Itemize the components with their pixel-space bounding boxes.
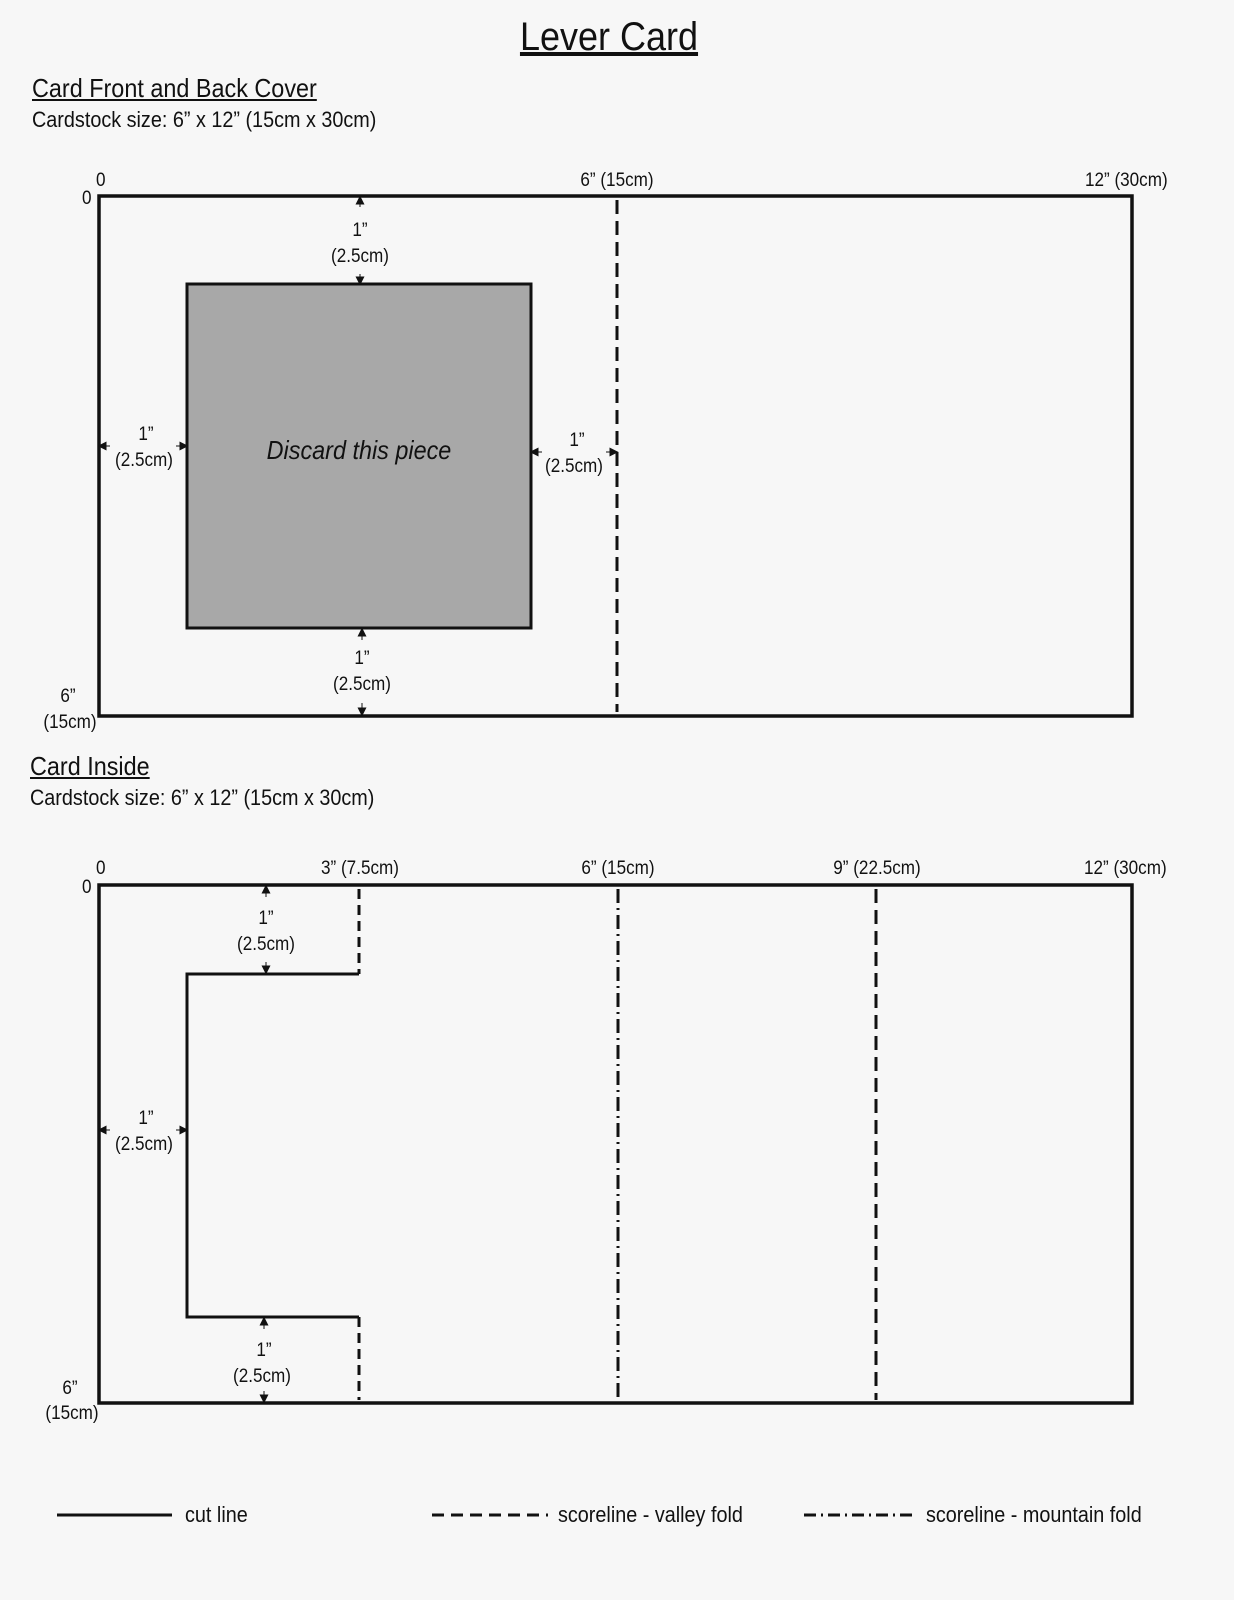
inside-card-outline <box>97 883 1134 1405</box>
front-right-margin-inch: 1” <box>569 430 585 451</box>
front-bottom-margin-cm: (2.5cm) <box>333 674 391 695</box>
front-left-margin-inch: 1” <box>138 424 154 445</box>
inside-height-cm: (15cm) <box>45 1403 99 1424</box>
inside-ruler-6in: 6” (15cm) <box>581 858 655 879</box>
inside-height-inch: 6” <box>62 1378 78 1399</box>
legend-valley-fold-label: scoreline - valley fold <box>558 1502 743 1527</box>
front-left-margin-cm: (2.5cm) <box>115 450 173 471</box>
front-section-title: Card Front and Back Cover <box>32 73 317 103</box>
legend-mountain-fold-label: scoreline - mountain fold <box>926 1502 1142 1527</box>
page-title: Lever Card <box>519 15 699 59</box>
legend-cut-line-label: cut line <box>185 1502 248 1527</box>
inside-top-margin-inch: 1” <box>258 908 274 929</box>
inside-ruler-12in: 12” (30cm) <box>1084 858 1167 879</box>
inside-bottom-margin-inch: 1” <box>256 1340 272 1361</box>
front-ruler-6in: 6” (15cm) <box>580 170 654 191</box>
inside-ruler-9in: 9” (22.5cm) <box>833 858 921 879</box>
discard-piece <box>185 282 533 630</box>
inside-section-title: Card Inside <box>30 751 150 781</box>
front-height-cm: (15cm) <box>43 712 97 733</box>
inside-left-margin-cm: (2.5cm) <box>115 1134 173 1155</box>
inside-cardstock-size: Cardstock size: 6” x 12” (15cm x 30cm) <box>30 785 375 810</box>
front-card-outline <box>97 194 1134 718</box>
front-cardstock-size: Cardstock size: 6” x 12” (15cm x 30cm) <box>32 107 377 132</box>
front-dimension-arrows <box>97 195 619 717</box>
front-right-margin-cm: (2.5cm) <box>545 456 603 477</box>
inside-top-margin-cm: (2.5cm) <box>237 934 295 955</box>
inside-left-margin-inch: 1” <box>138 1108 154 1129</box>
discard-piece-label: Discard this piece <box>266 435 452 465</box>
front-top-margin-inch: 1” <box>352 220 368 241</box>
front-height-inch: 6” <box>60 686 76 707</box>
inside-bottom-margin-cm: (2.5cm) <box>233 1366 291 1387</box>
inside-dimension-arrows <box>97 884 271 1404</box>
inside-ruler-zero-x: 0 <box>96 858 106 879</box>
lever-cut-line <box>185 972 359 1319</box>
front-ruler-12in: 12” (30cm) <box>1085 170 1168 191</box>
front-top-margin-cm: (2.5cm) <box>331 246 389 267</box>
front-bottom-margin-inch: 1” <box>354 648 370 669</box>
inside-ruler-zero-y: 0 <box>82 877 92 898</box>
front-ruler-zero-x: 0 <box>96 170 106 191</box>
front-ruler-zero-y: 0 <box>82 188 92 209</box>
inside-ruler-3in: 3” (7.5cm) <box>321 858 399 879</box>
